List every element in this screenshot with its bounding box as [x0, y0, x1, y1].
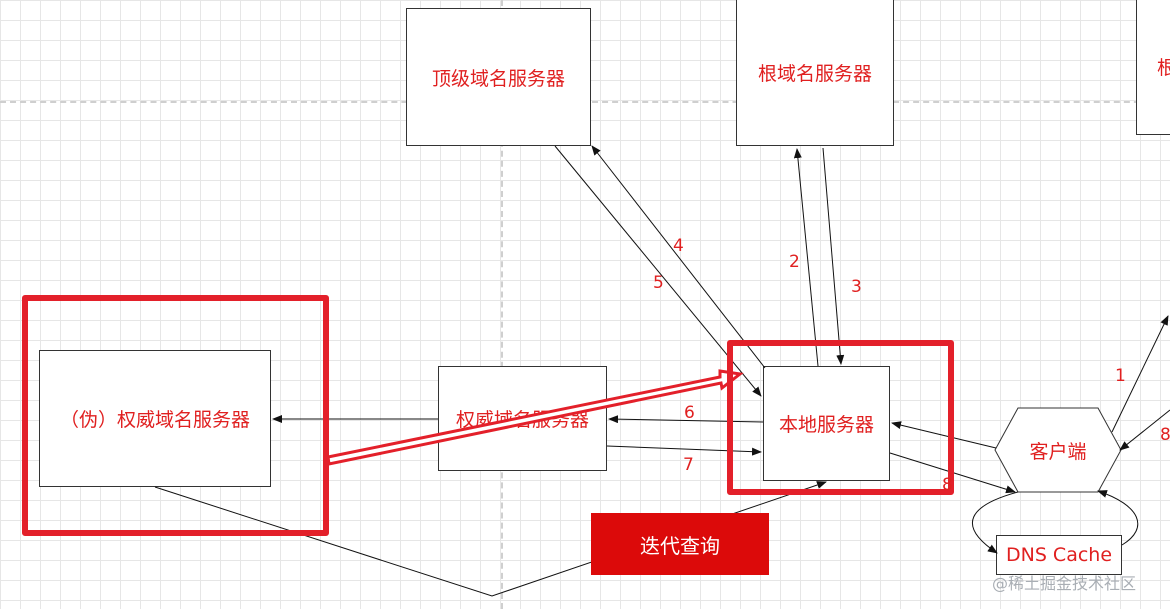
vertical-guide-line	[501, 0, 503, 609]
step-1-label: 1	[1115, 366, 1126, 386]
step-2-label: 2	[789, 252, 800, 272]
local-server-highlight	[727, 340, 954, 495]
step-5-label: 5	[653, 273, 664, 293]
fake-auth-server-node[interactable]: （伪）权威域名服务器	[39, 350, 271, 487]
edge-7-auth-to-local	[606, 445, 762, 456]
step-4-label: 4	[673, 236, 684, 256]
edge-1-client-to-right	[1111, 315, 1169, 433]
client-label: 客户端	[1029, 440, 1087, 463]
root-server-label: 根域名服务器	[757, 62, 872, 85]
edge-4-local-to-tld	[591, 145, 766, 369]
watermark: @稀土掘金技术社区	[992, 574, 1137, 593]
edge-8-right-to-client	[1119, 409, 1170, 451]
local-server-label: 本地服务器	[778, 414, 874, 436]
tld-server-node[interactable]: 顶级域名服务器	[406, 8, 591, 146]
step-8-label: 8	[942, 475, 953, 495]
edge-client-to-cache	[971, 491, 1019, 554]
partial-right-node[interactable]: 根	[1136, 0, 1170, 135]
step-3-label: 3	[851, 277, 862, 297]
iterative-query-banner: 迭代查询	[591, 513, 769, 575]
tld-server-label: 顶级域名服务器	[431, 67, 565, 90]
step-7-label: 7	[683, 455, 694, 475]
partial-right-label: 根	[1157, 57, 1170, 79]
client-label-box: 客户端	[1018, 430, 1098, 470]
spoof-arrow	[326, 369, 744, 466]
fake-server-highlight	[22, 295, 329, 536]
edge-client-to-local	[891, 421, 997, 449]
fake-auth-server-label: （伪）权威域名服务器	[59, 409, 250, 431]
edge-6-local-to-auth	[608, 415, 764, 424]
step-8-right-label: 8	[1160, 425, 1170, 445]
step-6-label: 6	[684, 403, 695, 423]
edge-cache-to-client	[1097, 490, 1139, 546]
edge-3-root-to-local	[822, 147, 845, 365]
local-server-node[interactable]: 本地服务器	[763, 366, 890, 481]
dns-cache-label: DNS Cache	[1005, 544, 1113, 566]
edge-2-local-to-root	[793, 148, 819, 367]
edge-5-tld-to-local	[554, 145, 762, 397]
root-server-node[interactable]: 根域名服务器	[736, 0, 894, 146]
banner-text: 迭代查询	[640, 533, 720, 558]
dns-cache-node[interactable]: DNS Cache	[996, 535, 1122, 575]
